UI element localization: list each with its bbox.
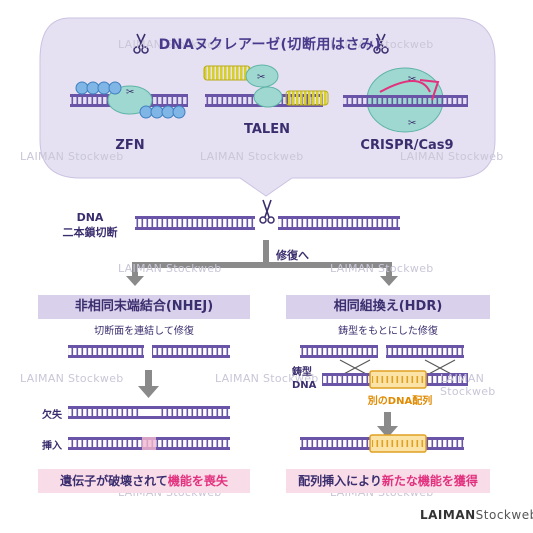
watermark: LAIMAN Stockweb <box>440 372 496 398</box>
watermark: LAIMAN Stockweb <box>215 372 319 385</box>
template-dna-label-line1: 鋳型 <box>292 367 312 378</box>
nhej-header: 非相同末端結合(NHEJ) <box>38 295 250 319</box>
dsb-label: DNA 二本鎖切断 <box>55 210 125 240</box>
watermark: LAIMAN Stockweb <box>330 38 434 51</box>
scissors-icon-left <box>133 33 149 54</box>
nhej-down-arrow <box>138 370 159 398</box>
deletion-label: 欠失 <box>42 410 62 421</box>
dsb-dna <box>135 216 400 230</box>
watermark: LAIMAN Stockweb <box>330 262 434 275</box>
crispr-label: CRISPR/Cas9 <box>360 138 454 153</box>
brand-logo: LAIMANStockweb <box>420 508 533 522</box>
hdr-description: 鋳型をもとにした修復 <box>338 326 438 337</box>
deletion-dna <box>68 406 230 419</box>
hdr-down-arrow <box>377 412 398 438</box>
crispr-illustration: ✂ ✂ <box>343 67 468 133</box>
brand-bold: LAIMAN <box>420 508 476 522</box>
watermark: LAIMAN Stockweb <box>20 372 124 385</box>
dsb-label-line2: 二本鎖切断 <box>62 226 118 239</box>
scissors-icon-break <box>259 199 275 224</box>
repair-label: 修復へ <box>276 249 309 262</box>
talen-illustration: ✂ <box>203 64 329 108</box>
template-dna <box>322 370 468 389</box>
zfn-illustration: ✂ <box>70 81 188 119</box>
dsb-label-line1: DNA <box>76 211 104 224</box>
nhej-description: 切断面を連結して修復 <box>94 326 194 337</box>
insertion-label: 挿入 <box>42 441 62 452</box>
nhej-result: 遺伝子が破壊されて機能を喪失 <box>38 469 250 493</box>
hdr-result-dna <box>300 434 464 453</box>
repair-arrows <box>126 240 398 286</box>
watermark: LAIMAN Stockweb <box>20 150 124 163</box>
nhej-result-highlight: 機能を喪失 <box>167 474 228 488</box>
svg-text:✂: ✂ <box>257 72 265 83</box>
nhej-broken-dna <box>68 345 230 358</box>
zfn-label: ZFN <box>115 138 145 153</box>
svg-text:✂: ✂ <box>126 87 134 98</box>
other-dna-label: 別のDNA配列 <box>367 396 433 407</box>
template-dna-label: 鋳型 DNA <box>292 366 322 392</box>
talen-label: TALEN <box>244 122 290 137</box>
hdr-result: 配列挿入により新たな機能を獲得 <box>286 469 490 493</box>
hdr-result-highlight: 新たな機能を獲得 <box>381 474 478 488</box>
svg-text:✂: ✂ <box>408 118 416 129</box>
diagram-title: DNAヌクレアーゼ(切断用はさみ) <box>158 37 382 53</box>
hdr-header: 相同組換え(HDR) <box>286 295 490 319</box>
hdr-result-text: 配列挿入により <box>298 474 382 488</box>
watermark: LAIMAN Stockweb <box>400 150 504 163</box>
nhej-result-text: 遺伝子が破壊されて <box>60 474 168 488</box>
watermark: LAIMAN Stockweb <box>118 262 222 275</box>
watermark: LAIMAN Stockweb <box>200 150 304 163</box>
brand-rest: Stockweb <box>475 508 533 522</box>
template-dna-label-line2: DNA <box>292 380 317 391</box>
insertion-dna <box>68 437 230 450</box>
hdr-broken-dna <box>300 345 464 358</box>
watermark: LAIMAN Stockweb <box>118 38 222 51</box>
svg-text:✂: ✂ <box>408 74 416 85</box>
scissors-icon-right <box>373 33 389 54</box>
